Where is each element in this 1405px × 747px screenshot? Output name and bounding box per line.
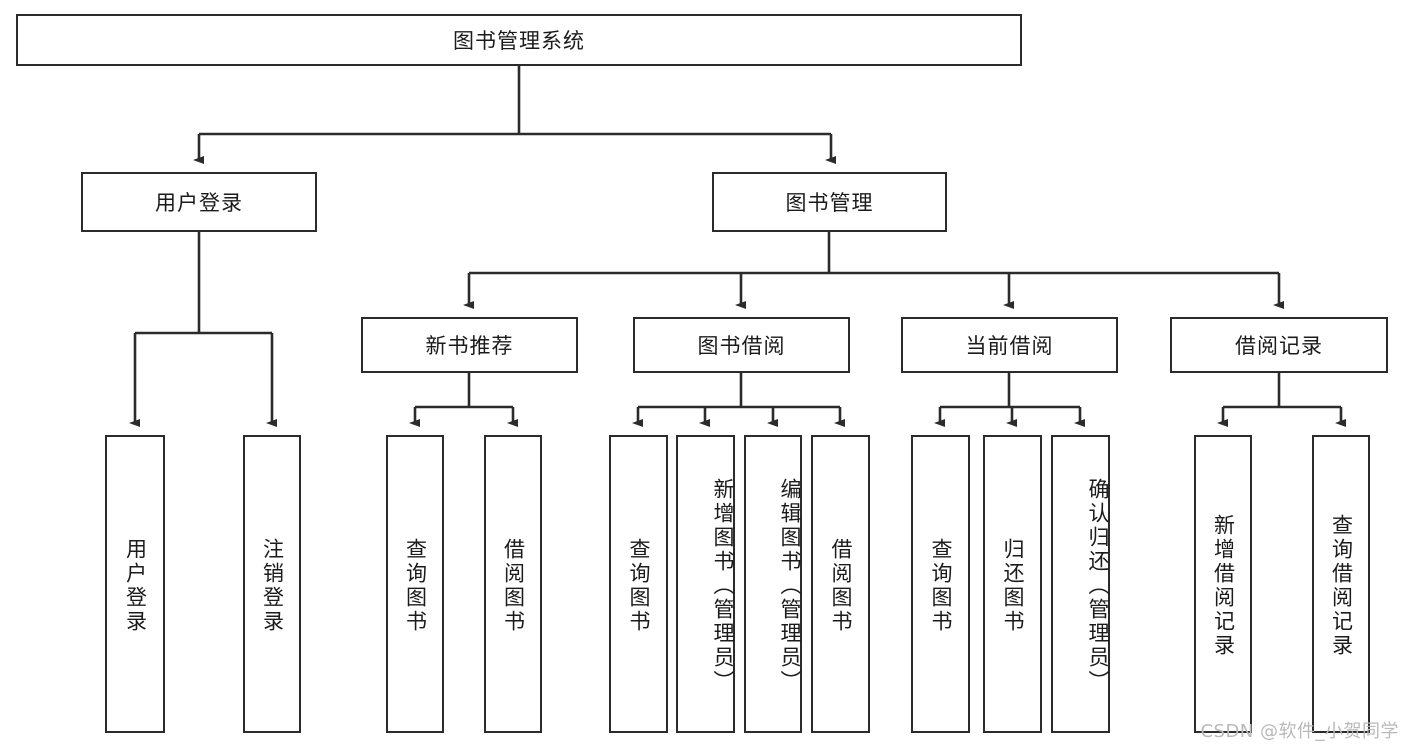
node-label: 用户登录 bbox=[123, 538, 148, 634]
node-current-borrow[interactable]: 当前借阅 bbox=[901, 317, 1118, 373]
node-label: 归还图书 bbox=[1001, 538, 1025, 634]
node-label: 新书推荐 bbox=[425, 334, 514, 358]
node-label: 图书管理系统 bbox=[453, 29, 585, 53]
node-label: 编辑图书（管理员） bbox=[778, 478, 802, 694]
leaf-confirm-return-admin[interactable]: 确认归还（管理员） bbox=[1051, 435, 1110, 733]
node-book-borrow[interactable]: 图书借阅 bbox=[633, 317, 850, 373]
node-label: 注销登录 bbox=[260, 538, 285, 634]
node-label: 当前借阅 bbox=[965, 334, 1054, 358]
node-label: 新增借阅记录 bbox=[1211, 514, 1236, 658]
node-label: 查询图书 bbox=[929, 538, 953, 634]
leaf-borrow-book-recommend[interactable]: 借阅图书 bbox=[484, 435, 542, 733]
node-label: 确认归还（管理员） bbox=[1086, 478, 1110, 694]
node-label: 借阅图书 bbox=[501, 538, 526, 634]
node-new-book-recommend[interactable]: 新书推荐 bbox=[361, 317, 578, 373]
leaf-return-book[interactable]: 归还图书 bbox=[983, 435, 1042, 733]
node-label: 查询图书 bbox=[403, 538, 428, 634]
watermark: CSDN @软件_小贺同学 bbox=[1200, 721, 1399, 742]
node-borrow-record[interactable]: 借阅记录 bbox=[1170, 317, 1388, 373]
node-label: 新增图书（管理员） bbox=[711, 478, 735, 694]
node-label: 查询借阅记录 bbox=[1329, 514, 1354, 658]
leaf-logout[interactable]: 注销登录 bbox=[243, 435, 301, 733]
leaf-query-book-borrow[interactable]: 查询图书 bbox=[609, 435, 668, 733]
leaf-add-borrow-record[interactable]: 新增借阅记录 bbox=[1194, 435, 1252, 733]
leaf-edit-book-admin[interactable]: 编辑图书（管理员） bbox=[744, 435, 802, 733]
node-label: 借阅图书 bbox=[829, 538, 853, 634]
node-user-login[interactable]: 用户登录 bbox=[81, 172, 317, 232]
node-book-management[interactable]: 图书管理 bbox=[712, 172, 947, 232]
node-label: 图书借阅 bbox=[697, 334, 786, 358]
node-label: 借阅记录 bbox=[1235, 334, 1323, 358]
node-label: 用户登录 bbox=[155, 191, 243, 215]
node-root[interactable]: 图书管理系统 bbox=[16, 14, 1022, 66]
leaf-borrow-book[interactable]: 借阅图书 bbox=[811, 435, 870, 733]
leaf-user-login[interactable]: 用户登录 bbox=[105, 435, 165, 733]
leaf-query-book-recommend[interactable]: 查询图书 bbox=[386, 435, 444, 733]
node-label: 图书管理 bbox=[785, 191, 874, 215]
leaf-add-book-admin[interactable]: 新增图书（管理员） bbox=[676, 435, 735, 733]
node-label: 查询图书 bbox=[627, 538, 651, 634]
leaf-query-borrow-record[interactable]: 查询借阅记录 bbox=[1312, 435, 1370, 733]
leaf-query-book-current[interactable]: 查询图书 bbox=[911, 435, 970, 733]
